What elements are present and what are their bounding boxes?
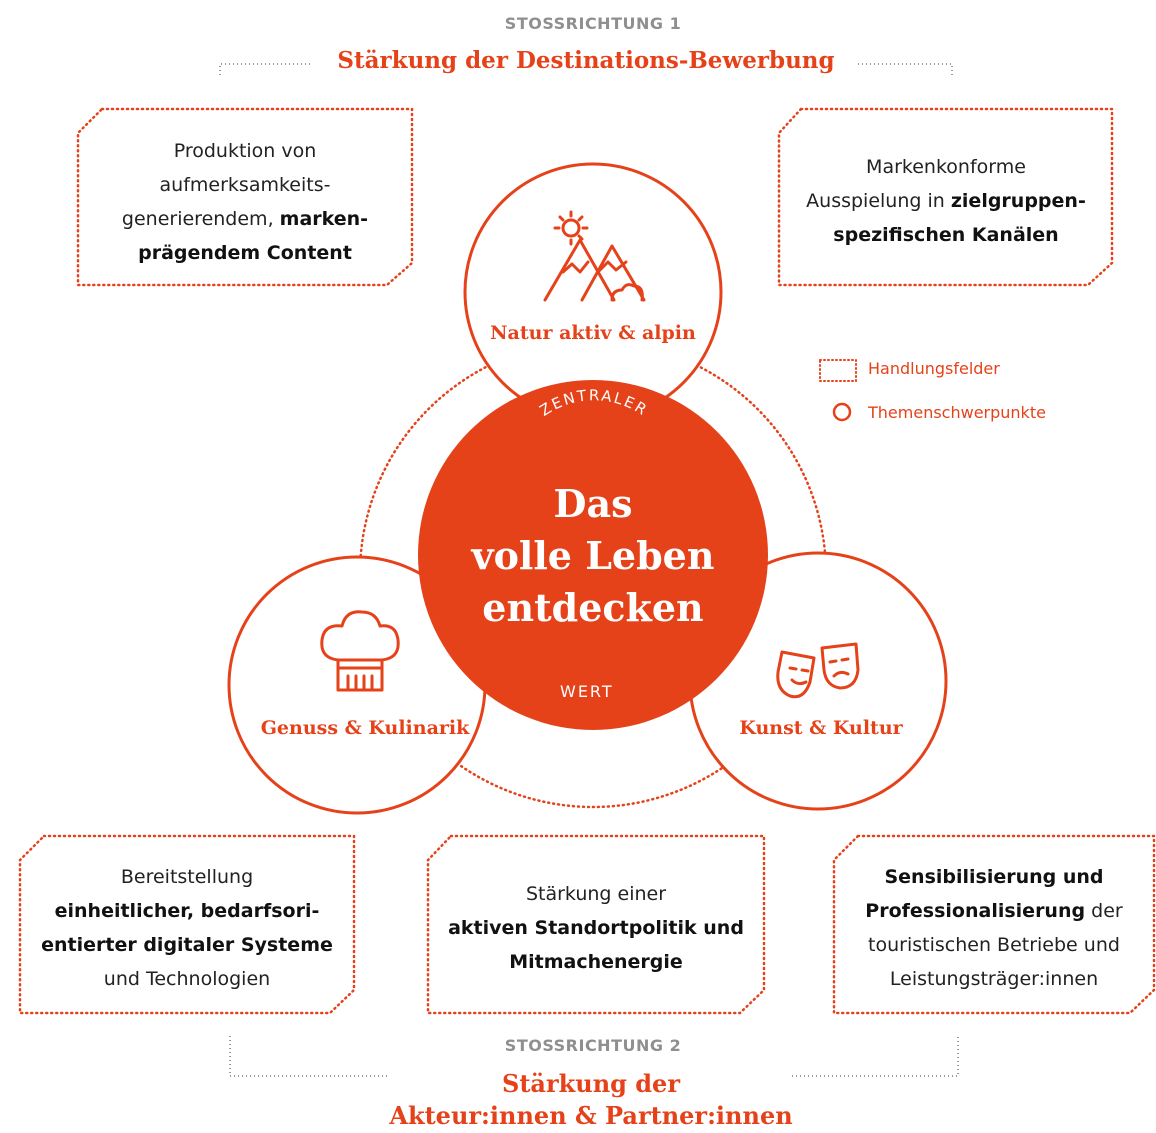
theme-label-kunst: Kunst & Kultur [739, 717, 903, 739]
legend-themenschwerpunkte: Themenschwerpunkte [868, 403, 1046, 422]
center-circle [418, 380, 768, 730]
legend-circle-symbol [832, 402, 852, 422]
center-bottom-word: WERT [560, 682, 614, 701]
box-top-right-frame [777, 107, 1114, 287]
mountain-sun-icon [543, 210, 646, 302]
theme-label-genuss: Genuss & Kulinarik [260, 717, 470, 739]
box-bottom-middle: Stärkung einer aktiven Standortpolitik u… [448, 883, 744, 973]
bottom-bracket [229, 1036, 959, 1077]
center-title: Das volle Leben entdecken [471, 481, 715, 630]
box-bottom-right-frame [832, 834, 1156, 1015]
box-top-left: Produktion von aufmerksamkeits- generier… [121, 140, 369, 264]
top-kicker: STOSSRICHTUNG 1 [504, 14, 682, 33]
legend-handlungsfelder: Handlungsfelder [868, 359, 1000, 378]
theme-label-natur: Natur aktiv & alpin [490, 322, 696, 344]
theater-masks-icon [776, 642, 860, 699]
top-title: Stärkung der Destinations-Bewerbung [337, 47, 835, 74]
chef-hat-icon [320, 610, 400, 692]
box-top-right: Markenkonforme Ausspielung in zielgruppe… [806, 156, 1086, 246]
bottom-title: Stärkung der Akteur:innen & Partner:inne… [389, 1069, 793, 1130]
box-top-left-frame [76, 107, 414, 287]
bottom-kicker: STOSSRICHTUNG 2 [504, 1036, 682, 1055]
box-bottom-left: Bereitstellung einheitlicher, bedarfsori… [41, 866, 333, 990]
box-bottom-left-frame [18, 834, 356, 1015]
top-bracket [219, 63, 953, 75]
legend-dotted-box-symbol [819, 359, 857, 382]
box-bottom-right: Sensibilisierung und Professionalisierun… [865, 866, 1123, 990]
box-bottom-middle-frame [426, 834, 766, 1015]
